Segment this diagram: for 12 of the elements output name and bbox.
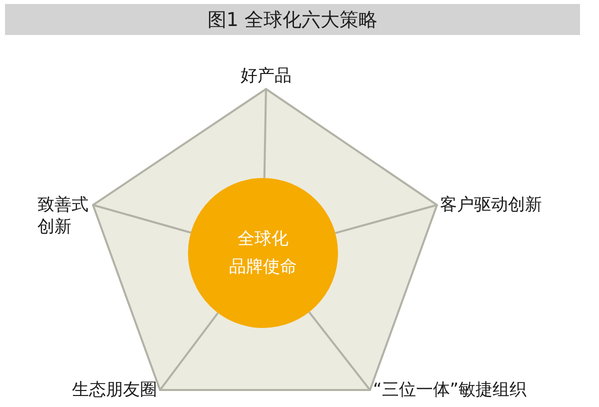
- spoke-line: [263, 88, 267, 178]
- vertex-label: 好产品: [240, 65, 292, 87]
- vertex-label: 致善式创新: [37, 194, 90, 238]
- spoke-line: [92, 204, 192, 234]
- spoke-line: [308, 312, 371, 391]
- vertex-label: “三位一体”敏捷组织: [373, 379, 527, 401]
- vertex-label: 生态朋友圈: [72, 379, 157, 401]
- vertex-label: 客户驱动创新: [440, 194, 542, 216]
- circle-label: 全球化品牌使命: [229, 228, 297, 279]
- title-text: 图1 全球化六大策略: [207, 8, 378, 30]
- spoke-line: [159, 312, 219, 391]
- spoke-line: [335, 204, 438, 234]
